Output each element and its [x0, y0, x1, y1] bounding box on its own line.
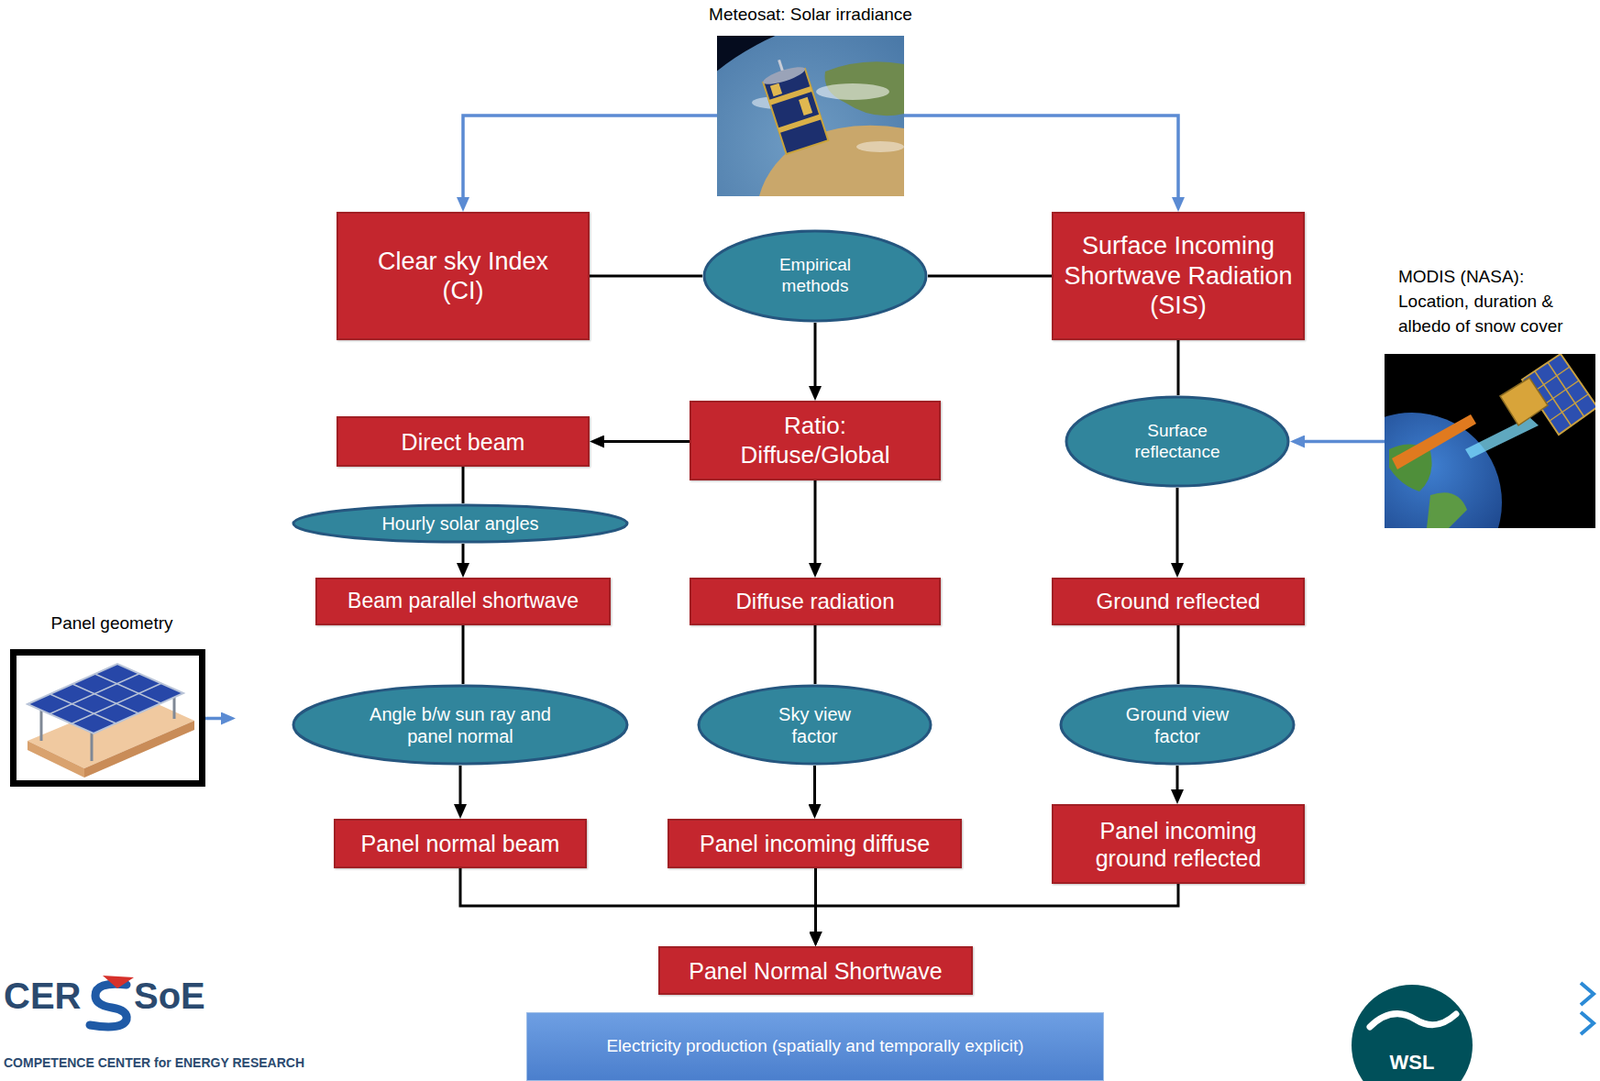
connector-arrow — [1177, 340, 1181, 396]
connector-arrow — [462, 543, 465, 569]
connector-arrow — [814, 480, 817, 569]
image-source: MODIS (NASA): Location, duration & albed… — [1384, 353, 1596, 529]
ellipse-outline — [1059, 684, 1296, 766]
node-text: Angle b/w sun ray and panel normal — [350, 703, 571, 748]
process-box: Panel normal beam — [333, 818, 587, 869]
node-text: Meteosat: Solar irradiance — [673, 4, 949, 26]
node-text: Clear sky Index (CI) — [357, 246, 569, 307]
method-ellipse: Angle b/w sun ray and panel normal — [291, 684, 629, 766]
image-source: Panel geometry — [10, 649, 206, 787]
connector-arrow — [463, 115, 718, 203]
connector-arrow — [1176, 765, 1180, 795]
logo-text: WSL — [1384, 1050, 1440, 1075]
node-text: Ratio: Diffuse/Global — [723, 411, 907, 469]
process-box: Diffuse radiation — [689, 577, 941, 626]
process-box: Panel Normal Shortwave — [658, 946, 973, 995]
connector-arrow — [816, 883, 1180, 938]
image-source: Meteosat: Solar irradiance — [717, 35, 905, 197]
node-text: Panel incoming diffuse — [699, 829, 930, 858]
logo-text: COMPETENCE CENTER for ENERGY RESEARCH — [3, 1055, 305, 1071]
cer-logo-swoosh — [89, 975, 134, 1027]
node-text: Beam parallel shortwave — [347, 588, 579, 615]
process-box: Surface Incoming Shortwave Radiation (SI… — [1051, 211, 1305, 341]
connector-arrow — [814, 322, 817, 392]
node-text: Electricity production (spatially and te… — [606, 1036, 1024, 1058]
connector-arrow — [813, 765, 817, 810]
node-text: Panel geometry — [38, 613, 186, 635]
node-text: Sky view factor — [764, 703, 866, 748]
method-ellipse: Ground view factor — [1059, 684, 1296, 766]
connector-arrow — [459, 765, 463, 810]
node-text: Panel normal beam — [361, 829, 561, 858]
node-text: Hourly solar angles — [381, 512, 539, 535]
factor-band: Angle b/w sun ray and panel normal Sky vi… — [235, 658, 1386, 779]
process-box: Direct beam — [336, 416, 590, 467]
connector-arrow — [589, 275, 703, 278]
node-text: Surface Incoming Shortwave Radiation (SI… — [1060, 231, 1296, 320]
output-banner: Electricity production (spatially and te… — [526, 1012, 1104, 1081]
connector-arrow — [904, 115, 1179, 203]
process-box: Panel incoming diffuse — [667, 818, 962, 869]
node-text: MODIS (NASA): Location, duration & albed… — [1398, 264, 1591, 340]
connector-arrow — [460, 868, 817, 938]
ellipse-outline — [696, 684, 933, 766]
modis-picture — [1384, 353, 1596, 529]
node-text: Ground view factor — [1117, 703, 1237, 748]
process-box: Beam parallel shortwave — [315, 577, 611, 626]
node-text: Ground reflected — [1096, 588, 1261, 616]
method-ellipse: Empirical methods — [702, 229, 928, 323]
meteosat-picture — [717, 35, 905, 197]
process-box: Clear sky Index (CI) — [336, 211, 590, 341]
process-box: Ground reflected — [1051, 577, 1305, 626]
node-text: Empirical methods — [760, 254, 871, 298]
connector-arrow — [462, 466, 465, 504]
connector-arrow — [927, 275, 1052, 278]
method-ellipse: Hourly solar angles — [291, 503, 629, 544]
node-text: Panel incoming ground reflected — [1072, 816, 1284, 872]
connector-arrow — [1177, 625, 1181, 685]
node-text: Diffuse radiation — [736, 588, 895, 616]
logo-text: CER — [3, 973, 81, 1018]
process-box: Panel incoming ground reflected — [1051, 804, 1305, 884]
connector-arrow — [1176, 487, 1180, 569]
panel-geometry-picture — [27, 663, 195, 778]
method-ellipse: Sky view factor — [696, 684, 933, 766]
node-text: Panel Normal Shortwave — [688, 957, 943, 985]
node-text: Direct beam — [401, 428, 526, 456]
connector-arrow — [814, 625, 817, 685]
wsl-logo — [1351, 982, 1594, 1081]
connector-arrow — [598, 440, 690, 443]
connector-arrow — [462, 625, 465, 685]
process-box: Ratio: Diffuse/Global — [689, 400, 941, 481]
logo-text: SoE — [133, 973, 206, 1018]
connector-arrow — [1299, 440, 1385, 444]
method-ellipse: Surface reflectance — [1064, 395, 1291, 488]
node-text: Surface reflectance — [1122, 420, 1233, 464]
connector-arrow — [205, 717, 227, 721]
ellipse-outline — [291, 684, 629, 766]
